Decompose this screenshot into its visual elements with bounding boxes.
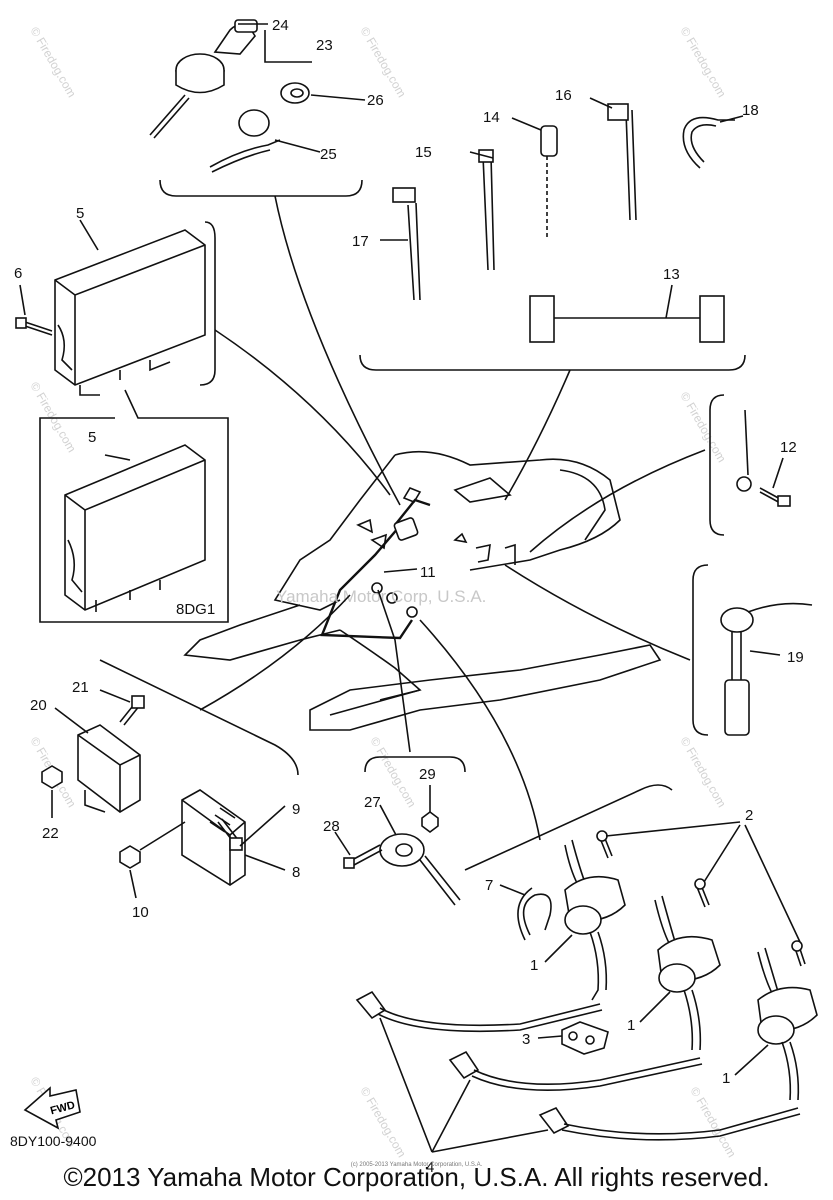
- callout-1a: 1: [530, 957, 538, 974]
- callout-14: 14: [483, 109, 500, 126]
- callout-20: 20: [30, 697, 47, 714]
- tiny-copyright: (c) 2005-2013 Yamaha Motor Corporation, …: [350, 1162, 483, 1168]
- callout-28: 28: [323, 818, 340, 835]
- callout-11: 11: [420, 564, 436, 581]
- callout-17: 17: [352, 233, 369, 250]
- watermark-side: © Firedog.com: [677, 25, 729, 100]
- callout-2: 2: [745, 807, 753, 824]
- main-switch-group: [149, 19, 366, 197]
- watermark-side: © Firedog.com: [677, 735, 729, 810]
- leader-lines: [199, 195, 706, 841]
- watermark-side: © Firedog.com: [27, 380, 79, 455]
- ignition-coils-group: [355, 784, 818, 1153]
- callout-1c: 1: [722, 1070, 730, 1087]
- callout-22: 22: [42, 825, 59, 842]
- watermark-center: Yamaha Motor Corp, U.S.A.: [276, 587, 486, 606]
- callout-13: 13: [663, 266, 680, 283]
- watermark-side: © Firedog.com: [357, 1085, 409, 1160]
- watermark-side: © Firedog.com: [687, 1085, 739, 1160]
- callout-16: 16: [555, 87, 572, 104]
- callout-25: 25: [320, 146, 337, 163]
- callout-23: 23: [316, 37, 333, 54]
- callout-5: 5: [76, 205, 84, 222]
- callout-7: 7: [485, 877, 493, 894]
- callout-3: 3: [522, 1031, 530, 1048]
- callout-labels: 1 1 1 2 3 4 5 6 7 8 9 10 11 12 13 14 15 …: [14, 17, 804, 1176]
- callout-21: 21: [72, 679, 89, 696]
- callout-10: 10: [132, 904, 149, 921]
- inset-8dg1: 8DG1 5: [39, 389, 229, 623]
- fwd-arrow: FWD: [23, 1086, 81, 1130]
- watermark-side: © Firedog.com: [357, 25, 409, 100]
- inset-callout: 5: [88, 429, 96, 446]
- part-number: 8DY100-9400: [10, 1133, 97, 1149]
- sensor-19-group: [692, 564, 813, 736]
- callout-12: 12: [780, 439, 797, 456]
- copyright-notice: ©2013 Yamaha Motor Corporation, U.S.A. A…: [63, 1162, 770, 1192]
- callout-15: 15: [415, 144, 432, 161]
- callout-19: 19: [787, 649, 804, 666]
- callout-4: 4: [426, 1159, 434, 1176]
- callout-29: 29: [419, 766, 436, 783]
- snowmobile-frame: [183, 450, 662, 731]
- throttle-sensor-group: [334, 756, 466, 906]
- regulator-group: [41, 659, 299, 899]
- callout-26: 26: [367, 92, 384, 109]
- callout-8: 8: [292, 864, 300, 881]
- callout-18: 18: [742, 102, 759, 119]
- callout-1b: 1: [627, 1017, 635, 1034]
- callout-24: 24: [272, 17, 289, 34]
- callout-6: 6: [14, 265, 22, 282]
- cable-ties-group: [359, 97, 746, 371]
- ecu-group: [15, 219, 216, 396]
- callout-27: 27: [364, 794, 381, 811]
- ground-bolt-group: [709, 394, 791, 536]
- callout-9: 9: [292, 801, 300, 818]
- watermark-side: © Firedog.com: [27, 25, 79, 100]
- inset-code: 8DG1: [176, 601, 215, 618]
- watermark-side: © Firedog.com: [677, 390, 729, 465]
